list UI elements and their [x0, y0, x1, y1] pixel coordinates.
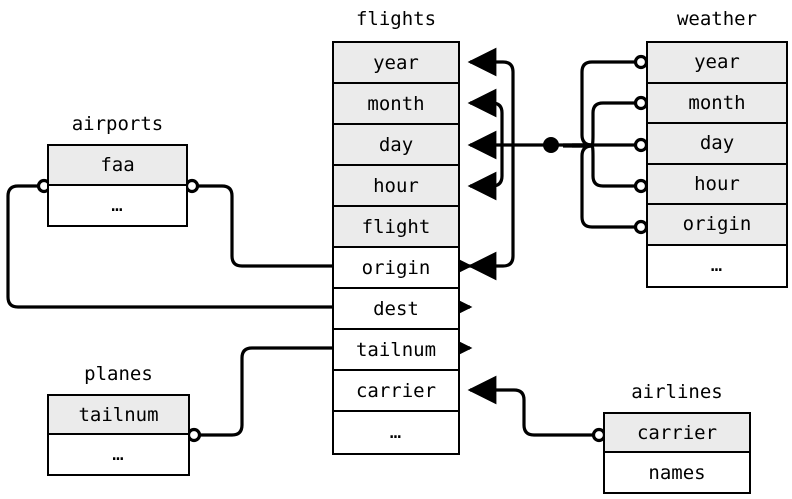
junction-dot-weather-flights — [543, 137, 559, 153]
field-row-flights-origin[interactable]: origin — [334, 248, 458, 289]
field-label: … — [389, 420, 403, 443]
endpoint-circle-weather-year — [633, 54, 649, 70]
field-label: carrier — [355, 379, 437, 402]
field-row-airlines-carrier[interactable]: carrier — [605, 414, 749, 453]
field-label: dest — [373, 297, 419, 320]
field-label: hour — [373, 174, 419, 197]
field-row-weather-day[interactable]: day — [648, 124, 786, 165]
wire-weather-month-branch — [572, 101, 638, 147]
field-row-flights-tailnum[interactable]: tailnum — [334, 330, 458, 371]
field-row-planes-tailnum[interactable]: tailnum — [49, 396, 188, 435]
table-box-weather: year month day hour origin … — [646, 41, 788, 288]
wire-weather-origin-branch — [563, 144, 638, 229]
wire-weather-hour-branch — [572, 144, 638, 188]
endpoint-circle-airports-faa-right — [184, 178, 200, 194]
field-label: tailnum — [355, 338, 437, 361]
field-row-weather-year[interactable]: year — [648, 43, 786, 84]
table-title-flights: flights — [355, 8, 437, 30]
endpoint-circle-weather-month — [633, 95, 649, 111]
field-label: tailnum — [78, 403, 159, 426]
field-label: month — [688, 91, 746, 114]
table-title-planes: planes — [84, 363, 153, 385]
field-label: day — [378, 133, 414, 156]
field-row-flights-month[interactable]: month — [334, 84, 458, 125]
field-row-flights-carrier[interactable]: carrier — [334, 371, 458, 412]
field-label: carrier — [636, 421, 718, 444]
endpoint-circle-weather-day — [633, 137, 649, 153]
field-row-airports-more[interactable]: … — [49, 185, 186, 225]
field-label: flight — [361, 215, 431, 238]
table-box-airports: faa … — [47, 144, 188, 227]
table-box-planes: tailnum … — [47, 394, 190, 476]
field-label: year — [373, 51, 419, 74]
wire-weather-origin-to-flights-origin — [467, 145, 515, 281]
field-row-weather-more[interactable]: … — [648, 245, 786, 286]
endpoint-circle-weather-hour — [633, 178, 649, 194]
wire-weather-year-branch — [563, 60, 638, 147]
field-label: faa — [100, 153, 135, 176]
field-label: … — [710, 254, 724, 277]
field-row-flights-more[interactable]: … — [334, 412, 458, 453]
field-row-airports-faa[interactable]: faa — [49, 146, 186, 186]
field-row-weather-origin[interactable]: origin — [648, 205, 786, 246]
field-row-flights-year[interactable]: year — [334, 43, 458, 84]
field-label: origin — [682, 213, 752, 236]
field-label: month — [367, 92, 425, 115]
wire-weather-year-to-flights-year — [467, 47, 515, 145]
field-row-weather-month[interactable]: month — [648, 83, 786, 124]
field-label: … — [112, 442, 125, 465]
endpoint-circle-planes-tailnum — [186, 427, 202, 443]
field-row-flights-day[interactable]: day — [334, 125, 458, 166]
table-title-airlines: airlines — [631, 381, 723, 403]
table-box-flights: year month day hour flight origin dest t… — [332, 41, 460, 455]
field-row-flights-dest[interactable]: dest — [334, 289, 458, 330]
field-label: hour — [694, 172, 740, 195]
field-row-flights-flight[interactable]: flight — [334, 207, 458, 248]
field-label: day — [699, 132, 735, 155]
table-title-airports: airports — [71, 113, 164, 135]
field-row-airlines-names[interactable]: names — [605, 453, 749, 492]
wire-weather-hour-to-flights-hour — [467, 145, 504, 201]
field-label: names — [648, 461, 706, 484]
field-row-planes-more[interactable]: … — [49, 435, 188, 474]
field-row-weather-hour[interactable]: hour — [648, 164, 786, 205]
field-label: origin — [361, 256, 431, 279]
field-label: year — [694, 51, 740, 74]
field-label: … — [111, 193, 124, 216]
wire-weather-month-to-flights-month — [467, 88, 504, 145]
table-title-weather: weather — [676, 8, 758, 30]
table-box-airlines: carrier names — [603, 412, 751, 494]
field-row-flights-hour[interactable]: hour — [334, 166, 458, 207]
wire-airlines-carrier-to-flights-carrier — [467, 375, 595, 437]
endpoint-circle-weather-origin — [633, 219, 649, 235]
